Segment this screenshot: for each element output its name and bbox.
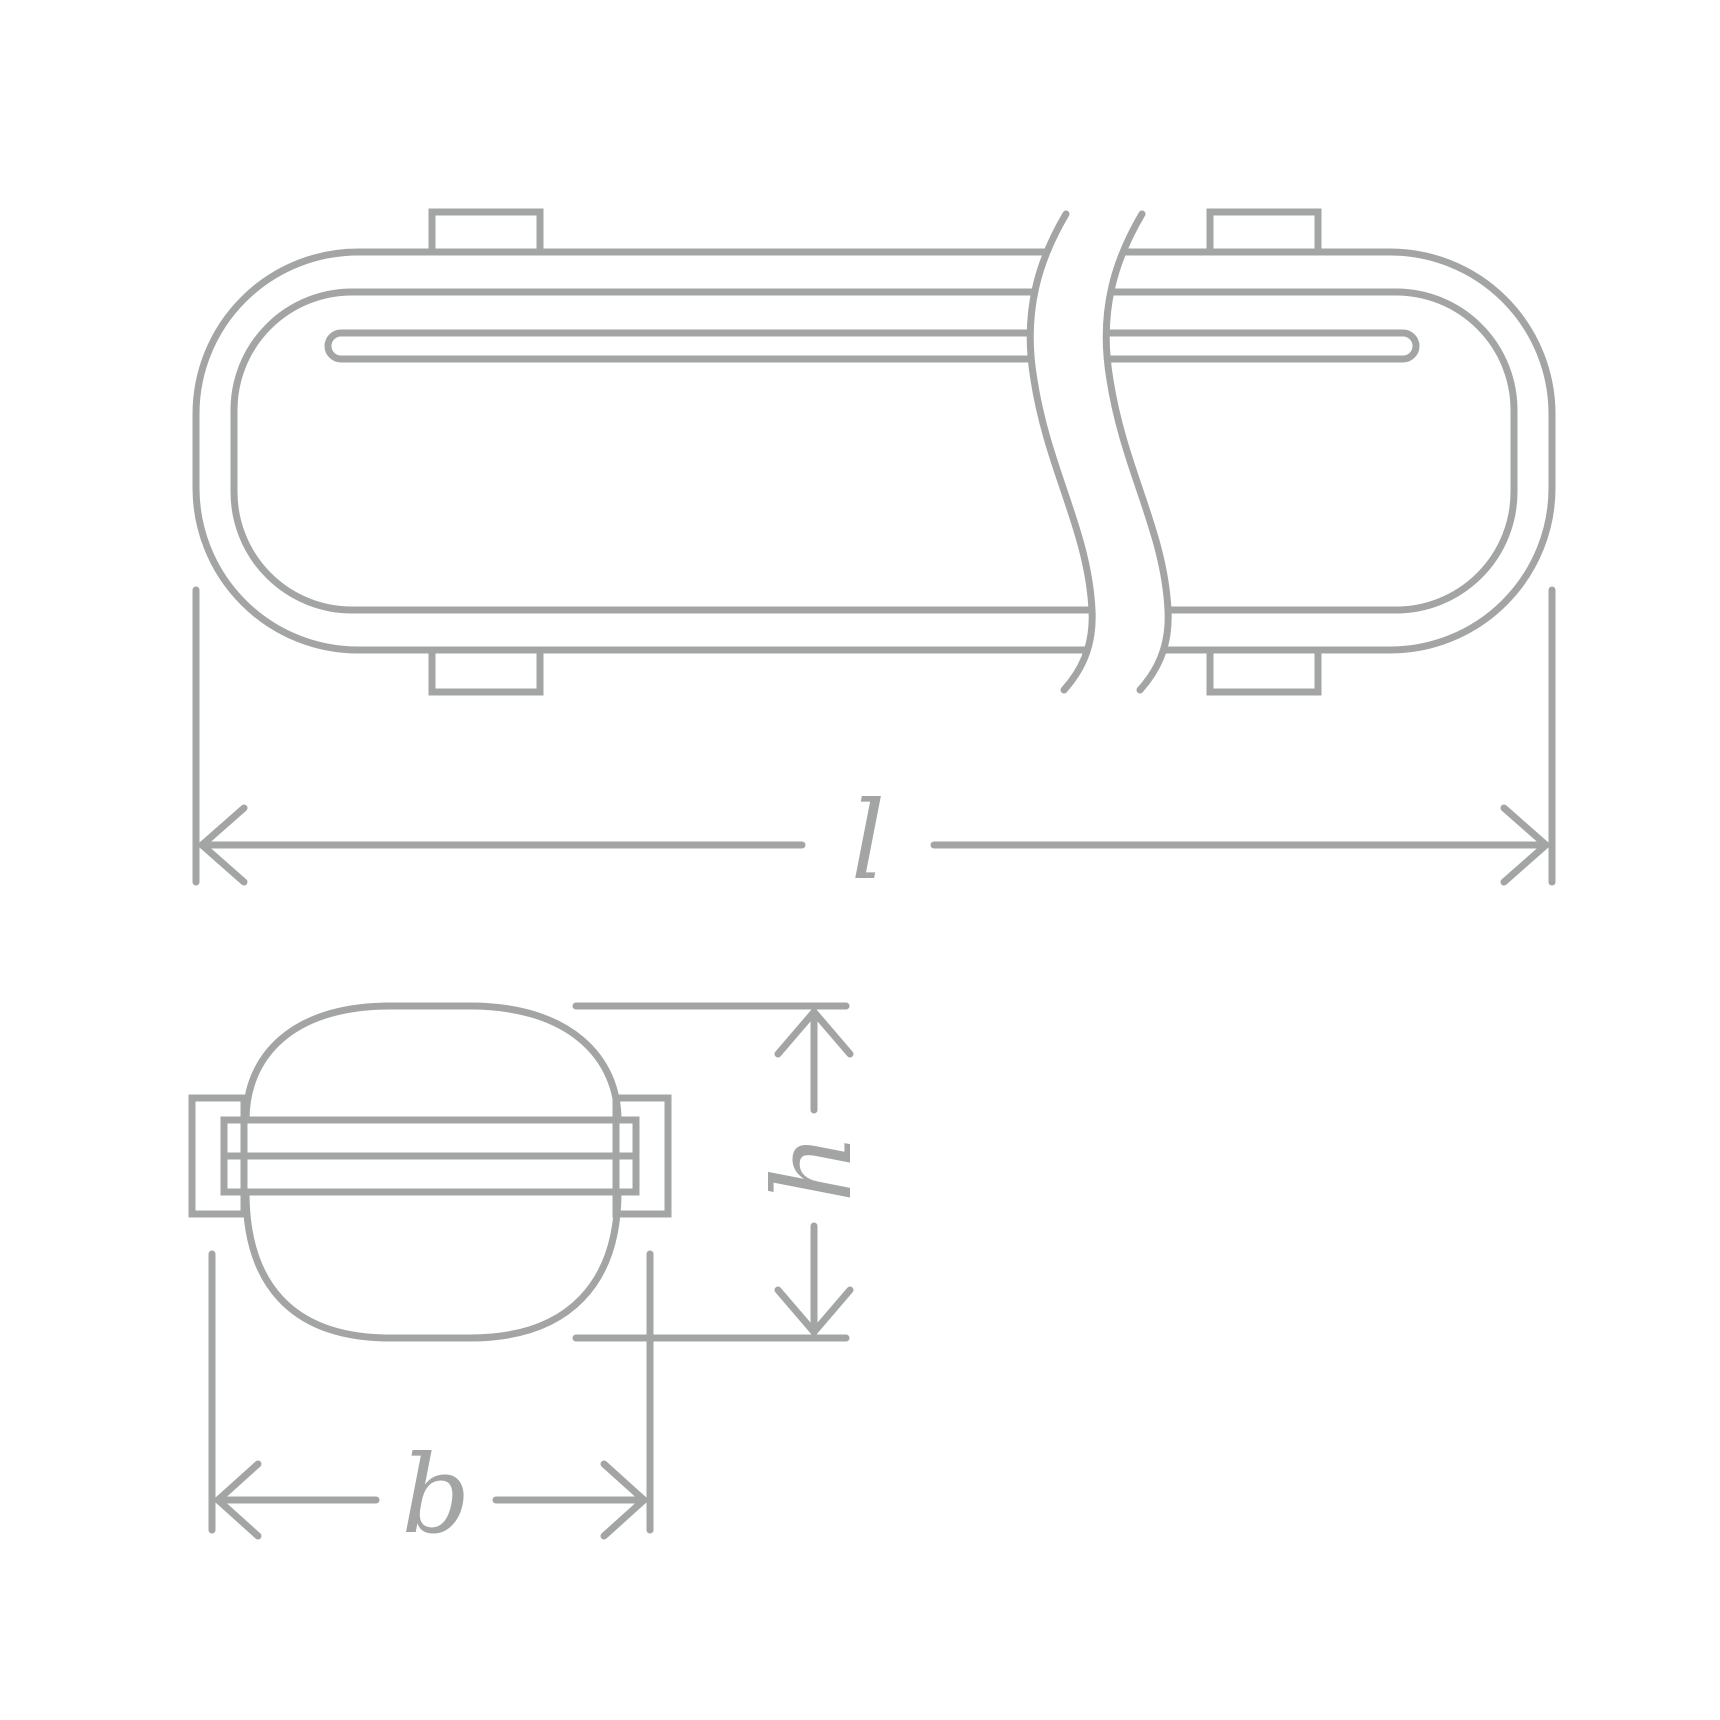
height-arrow-bottom (774, 1286, 854, 1338)
width-arrow-right (600, 1460, 650, 1540)
housing-outer (192, 248, 1556, 654)
break-gap-mask (1030, 210, 1171, 694)
width-label: b (401, 1433, 470, 1558)
top-view (192, 208, 1556, 696)
length-arrow-right (1500, 804, 1552, 886)
break-line-left (1026, 210, 1096, 694)
length-arrow-left (196, 804, 248, 886)
housing-inner (230, 288, 1518, 614)
height-label: h (751, 1133, 876, 1203)
length-label: l (851, 779, 886, 904)
top-clip-right (1206, 208, 1322, 256)
end-view (188, 1002, 672, 1342)
break-line-right (1102, 210, 1172, 694)
height-dimension: h (572, 1002, 876, 1342)
width-arrow-left (212, 1460, 262, 1540)
width-dimension: b (208, 1250, 654, 1558)
length-dimension: l (192, 586, 1556, 904)
lamp-slot (324, 329, 1420, 363)
end-dome-upper (242, 1002, 622, 1124)
height-arrow-top (774, 1006, 854, 1058)
bottom-clip-right (1206, 646, 1322, 696)
end-dome-lower (242, 1188, 622, 1342)
bottom-clip-left (428, 646, 544, 696)
top-clip-left (428, 208, 544, 256)
